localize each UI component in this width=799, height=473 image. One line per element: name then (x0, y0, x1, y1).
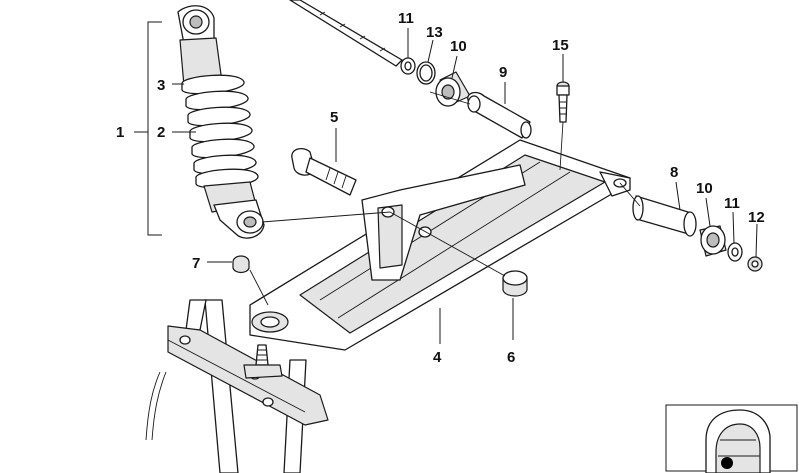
bolt-5 (291, 147, 357, 196)
tie-rod (289, 0, 403, 67)
locator-dot (721, 457, 733, 469)
bearing-10-right (699, 225, 727, 257)
callout-6: 6 (507, 349, 515, 366)
callout-4: 4 (433, 349, 442, 366)
nut-12 (747, 256, 763, 272)
circlip-13 (416, 61, 436, 85)
spring (181, 74, 259, 189)
fork-bracket-assembly (145, 299, 329, 473)
callout-10-right: 10 (696, 180, 713, 197)
callout-9: 9 (499, 64, 507, 81)
callout-15: 15 (552, 37, 569, 54)
shock-absorber (177, 5, 265, 239)
callout-5: 5 (330, 109, 338, 126)
callout-3: 3 (157, 77, 165, 94)
washer-11-top (400, 57, 416, 75)
bush-7 (232, 255, 250, 274)
locator-thumbnail (665, 404, 798, 473)
swing-arm (249, 139, 631, 351)
bush-6 (502, 270, 528, 297)
assembly-lines (249, 91, 641, 306)
callout-12: 12 (748, 209, 765, 226)
washer-11-right (727, 242, 743, 262)
pin-8 (632, 195, 697, 237)
callout-11-right: 11 (724, 195, 740, 212)
bolt-15 (556, 81, 570, 123)
leader-lines (134, 21, 758, 344)
callout-2: 2 (157, 124, 165, 141)
bearing-10-top (435, 71, 471, 107)
callout-8: 8 (670, 164, 678, 181)
pin-9 (467, 91, 532, 139)
callout-labels: 1 2 3 5 7 4 6 11 13 10 9 15 8 10 11 12 (116, 10, 765, 366)
callout-10-top: 10 (450, 38, 467, 55)
callout-13: 13 (426, 24, 443, 41)
callout-7: 7 (192, 255, 200, 272)
callout-1: 1 (116, 124, 124, 141)
callout-11-top: 11 (398, 10, 414, 27)
